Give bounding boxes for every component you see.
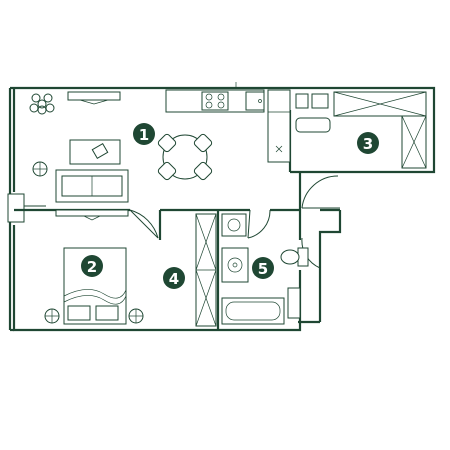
room-badge-1: 1 <box>133 123 155 145</box>
room-number-1: 1 <box>139 126 149 144</box>
washing-unit <box>221 213 247 237</box>
stove-icon <box>201 91 229 111</box>
room-number-5: 5 <box>258 260 268 278</box>
towel-rail <box>287 287 301 319</box>
room-1-furniture <box>29 89 291 221</box>
toilet-icon <box>280 247 309 267</box>
room-4-furniture <box>195 213 217 327</box>
room-badge-5: 5 <box>252 257 274 279</box>
chair <box>157 161 177 181</box>
chair <box>157 133 177 153</box>
window-left <box>7 193 25 223</box>
room-number-3: 3 <box>363 135 373 153</box>
room-number-4: 4 <box>169 270 179 288</box>
room-3-furniture <box>295 91 427 169</box>
shelf <box>295 93 309 109</box>
shelf <box>311 93 329 109</box>
room-5-furniture <box>221 213 309 325</box>
plant-icon <box>29 93 55 115</box>
chair <box>193 133 213 153</box>
washing-machine <box>295 117 331 133</box>
room-badge-2: 2 <box>81 255 103 277</box>
sink-icon <box>245 91 265 111</box>
fridge <box>267 89 291 163</box>
lamp-icon <box>32 161 48 177</box>
chair <box>193 161 213 181</box>
pillow <box>95 305 119 321</box>
room-badge-4: 4 <box>163 267 185 289</box>
room-badge-3: 3 <box>357 132 379 154</box>
pillow <box>67 305 91 321</box>
tv-unit <box>67 91 121 101</box>
sink <box>221 247 249 283</box>
tv-unit-bedroom <box>55 209 129 217</box>
book-icon <box>91 142 109 160</box>
room-number-2: 2 <box>87 258 97 276</box>
